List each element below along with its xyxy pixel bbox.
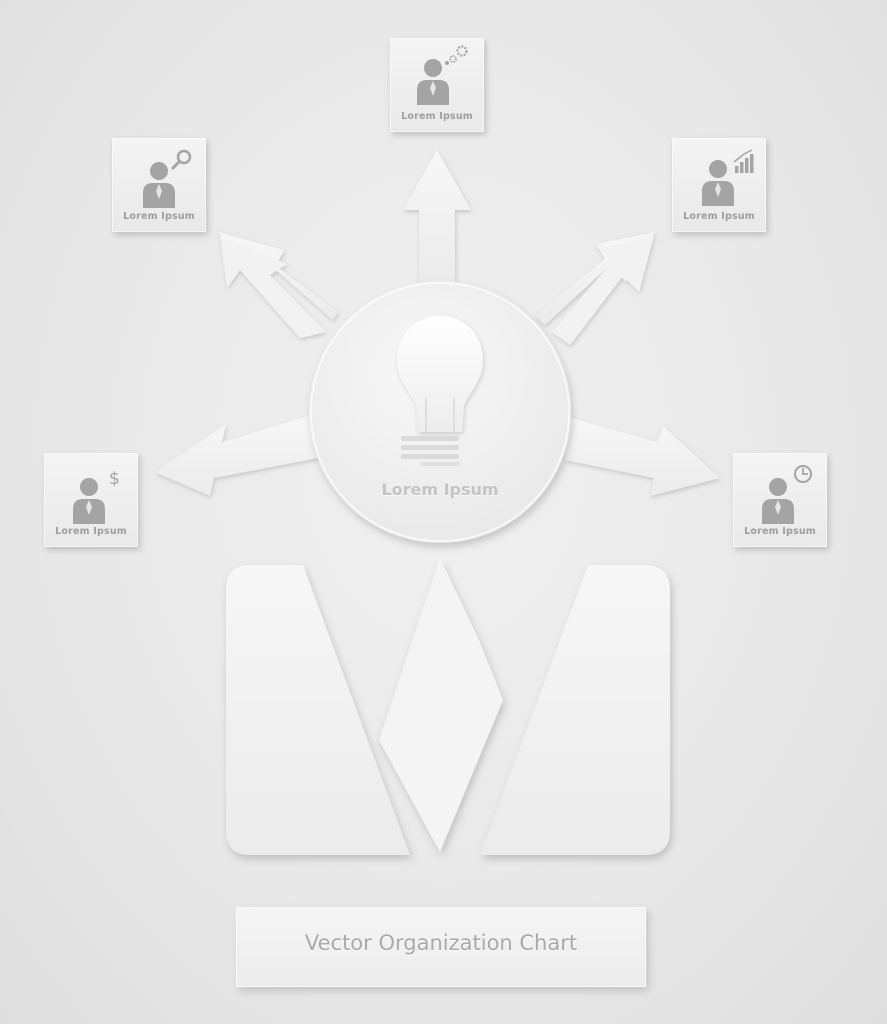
lightbulb-icon [397, 316, 483, 466]
node-label-top: Lorem Ipsum [401, 111, 473, 122]
node-label-upper-right: Lorem Ipsum [683, 211, 755, 222]
suit-right-lapel [480, 565, 670, 855]
arrow-up-left [218, 232, 338, 338]
person-clock-icon [762, 465, 812, 524]
svg-text:$: $ [109, 469, 120, 489]
node-card-upper-left: Lorem Ipsum [112, 138, 206, 232]
arrow-up [403, 150, 471, 285]
suit-left-lapel [226, 565, 410, 855]
node-label-right: Lorem Ipsum [744, 526, 816, 537]
person-dollar-icon: $ [73, 469, 120, 524]
node-label-left: Lorem Ipsum [55, 526, 127, 537]
person-gears-icon [417, 45, 468, 105]
hub-label: Lorem Ipsum [381, 480, 499, 499]
person-bar-chart-icon [702, 149, 754, 206]
suit-figure [226, 558, 670, 855]
node-card-left: $ Lorem Ipsum [44, 453, 138, 547]
title-plate: Vector Organization Chart [236, 907, 646, 987]
arrow-up-right [535, 232, 655, 345]
arrow-right [565, 416, 720, 496]
node-label-upper-left: Lorem Ipsum [123, 211, 195, 222]
node-card-right: Lorem Ipsum [733, 453, 827, 547]
chart-title: Vector Organization Chart [304, 931, 578, 955]
arrow-left [155, 414, 318, 496]
node-card-upper-right: Lorem Ipsum [672, 138, 766, 232]
suit-tie [379, 558, 503, 852]
person-magnifier-icon [143, 149, 192, 208]
node-card-top: Lorem Ipsum [390, 38, 484, 132]
